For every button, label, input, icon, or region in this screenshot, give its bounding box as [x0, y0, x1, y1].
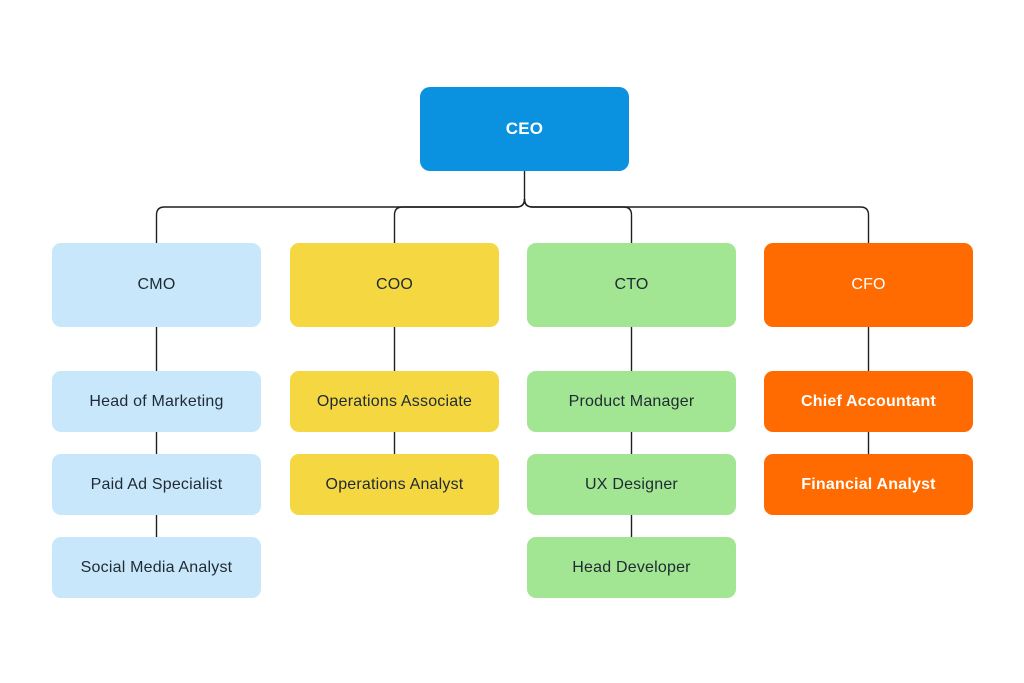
cto-staff-box: UX Designer — [527, 454, 736, 515]
cmo-box: CMO — [52, 243, 261, 327]
cto-staff-box: Head Developer — [527, 537, 736, 598]
coo-staff-box: Operations Analyst — [290, 454, 499, 515]
cto-staff-box: Product Manager — [527, 371, 736, 432]
cfo-staff-box: Chief Accountant — [764, 371, 973, 432]
cmo-staff-box: Head of Marketing — [52, 371, 261, 432]
cto-box: CTO — [527, 243, 736, 327]
connector-line — [523, 198, 633, 243]
cmo-staff-box: Paid Ad Specialist — [52, 454, 261, 515]
cfo-staff-box: Financial Analyst — [764, 454, 973, 515]
connector-line — [523, 198, 870, 243]
coo-box: COO — [290, 243, 499, 327]
ceo-box: CEO — [420, 87, 629, 171]
cfo-box: CFO — [764, 243, 973, 327]
connector-line — [155, 198, 526, 243]
connector-line — [393, 198, 526, 243]
coo-staff-box: Operations Associate — [290, 371, 499, 432]
cmo-staff-box: Social Media Analyst — [52, 537, 261, 598]
